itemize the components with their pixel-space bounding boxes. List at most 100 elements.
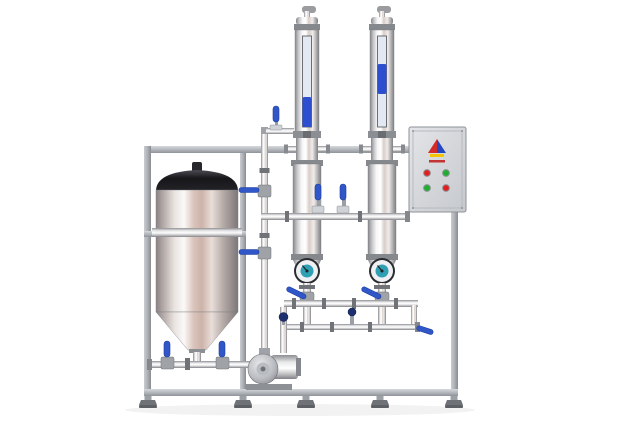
foot	[445, 396, 463, 408]
conical-tank	[152, 162, 242, 362]
valve-body	[215, 356, 230, 370]
control-panel	[408, 126, 467, 213]
valve-stem	[275, 121, 278, 127]
feed-pipe-elbow-bottom	[259, 348, 270, 356]
valve-handle	[314, 183, 322, 201]
pipe-clamp	[185, 358, 190, 370]
logo-underline	[430, 154, 444, 157]
pipe-clamp	[330, 322, 334, 332]
flange-bolt	[378, 131, 386, 138]
tank-shell	[155, 189, 239, 313]
valve-handle	[272, 105, 280, 123]
feed-pipe-elbow-top	[261, 127, 268, 134]
brand-text-mark	[429, 160, 445, 163]
gauge-hub	[380, 269, 384, 273]
column-body	[367, 163, 397, 257]
panel-door	[412, 130, 463, 209]
tank-outlet-line	[147, 356, 264, 370]
column-head	[371, 17, 393, 25]
pipe-clamp	[292, 298, 296, 309]
foot	[371, 396, 389, 408]
valve-handle	[416, 325, 434, 335]
logo-right	[437, 139, 446, 153]
valve-handle	[238, 249, 260, 255]
tank-cone	[155, 311, 239, 351]
valve-knobs	[278, 307, 357, 322]
panel-screw	[461, 130, 463, 132]
feed-pipe	[261, 132, 268, 354]
valve-handle	[339, 183, 347, 201]
pipe-clamp	[374, 285, 390, 289]
outlet-end-cap	[147, 359, 152, 370]
column-right	[359, 6, 405, 302]
indicator-light-red-1	[423, 169, 431, 177]
pipe-clamp	[358, 211, 362, 222]
knob-stem	[350, 315, 354, 325]
valve-bonnet	[336, 205, 350, 214]
riser-pipe	[280, 307, 287, 353]
column-clamp	[291, 254, 323, 260]
flange-bolt	[303, 131, 311, 138]
pipe-clamp	[299, 285, 315, 289]
knob-stem	[282, 320, 285, 325]
frame-post-right	[451, 146, 458, 396]
tank-outlet-clamp	[189, 349, 205, 353]
foot	[234, 396, 252, 408]
manifold-end-cap	[405, 211, 410, 222]
pump	[246, 353, 301, 390]
valve-handle	[361, 286, 382, 300]
top-manifold	[261, 199, 410, 222]
valve-handle	[218, 340, 226, 358]
column-neck	[371, 138, 393, 162]
side-port-cap	[359, 144, 363, 154]
valve-handle	[238, 187, 260, 193]
bottom-manifold	[284, 298, 418, 325]
column-clamp	[294, 24, 320, 30]
valve-stem	[317, 199, 321, 207]
valve-handle	[163, 340, 171, 358]
pressure-gauge	[294, 258, 320, 284]
pump-hub	[260, 366, 266, 372]
frame-rail-bottom	[144, 389, 458, 396]
pipe-clamp	[322, 298, 326, 309]
column-left	[284, 6, 330, 302]
pipe-clamp	[300, 322, 304, 332]
column-top-nub	[304, 11, 310, 22]
tank-mount-band	[152, 228, 242, 237]
frame-post-left	[144, 146, 151, 396]
panel-screw	[412, 130, 414, 132]
pipe-clamp	[285, 211, 289, 222]
column-clamp	[291, 160, 323, 166]
pump-discharge-riser	[280, 307, 287, 353]
manifold-pipe	[261, 213, 408, 220]
column-clamp	[366, 160, 398, 166]
tank-top-nub	[192, 162, 202, 172]
foot	[139, 396, 157, 408]
drain-pipe	[284, 324, 417, 330]
side-port	[393, 146, 402, 152]
pump-motor-end	[296, 358, 301, 376]
indicator-light-red-2	[442, 184, 450, 192]
side-port	[362, 146, 371, 152]
pipe-clamp	[259, 168, 270, 173]
side-port-cap	[326, 144, 330, 154]
manifold-pipe	[284, 300, 418, 307]
panel-box	[408, 126, 467, 213]
pipe-clamp	[352, 298, 356, 309]
side-port-cap	[284, 144, 288, 154]
panel-screw	[412, 207, 414, 209]
side-port	[318, 146, 327, 152]
sight-glass-float	[377, 64, 387, 94]
frame-feet	[139, 396, 463, 408]
tank-dome	[156, 170, 238, 191]
tank-outlet-stub	[193, 352, 201, 362]
column-drop-right	[378, 307, 386, 324]
feed-pipe-top-run	[266, 128, 294, 134]
valve-handles	[163, 105, 434, 358]
column-neck	[296, 138, 318, 162]
column-clamp	[366, 254, 398, 260]
valve-body	[160, 356, 175, 370]
sight-glass-float	[302, 97, 312, 127]
